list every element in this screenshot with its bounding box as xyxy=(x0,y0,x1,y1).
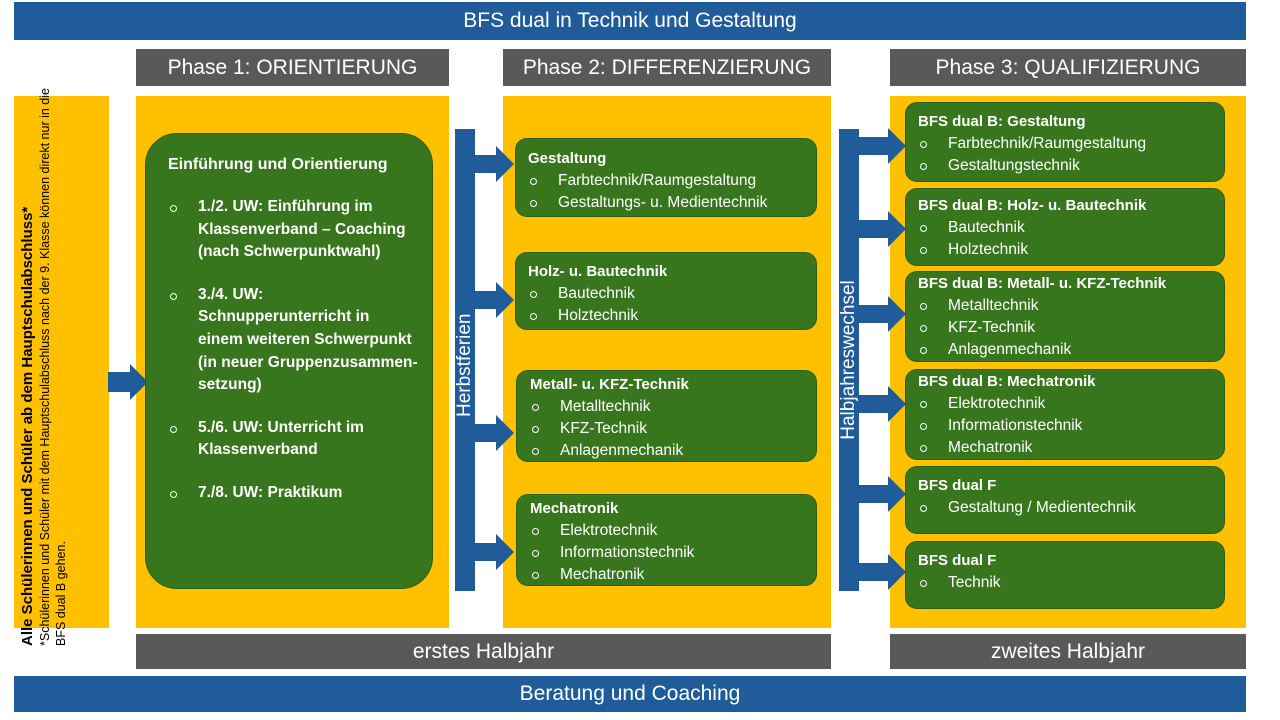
phase1-list: 1./2. UW: Einführung im Klassenverband –… xyxy=(168,196,418,505)
arrow-right-icon xyxy=(474,282,514,318)
box-item: KFZ-Technik xyxy=(530,418,806,440)
footer-band: Beratung und Coaching xyxy=(14,676,1246,712)
phase-header-2: Phase 2: DIFFERENZIERUNG xyxy=(503,49,831,86)
box-item: Informationstechnik xyxy=(918,415,1214,437)
phase-label: Phase 2: DIFFERENZIERUNG xyxy=(522,55,812,79)
box-item: Farbtechnik/Raumgestaltung xyxy=(528,170,806,192)
phase1-item: 7./8. UW: Praktikum xyxy=(168,482,418,505)
arrow-right-icon xyxy=(474,146,514,182)
halbjahreswechsel-bar xyxy=(839,129,859,591)
arrow-right-icon xyxy=(474,415,514,451)
box-title: Holz- u. Bautechnik xyxy=(528,263,668,280)
box-item: Gestaltungs- u. Medientechnik xyxy=(528,192,806,214)
phase2-box-metall: Metall- u. KFZ-Technik Metalltechnik KFZ… xyxy=(516,370,817,462)
box-title: BFS dual F xyxy=(918,552,997,569)
herbstferien-bar xyxy=(455,129,475,591)
phase2-box-gestaltung: Gestaltung Farbtechnik/Raumgestaltung Ge… xyxy=(515,138,817,217)
box-item: Mechatronik xyxy=(530,564,806,586)
box-item: Metalltechnik xyxy=(530,396,806,418)
box-item: Bautechnik xyxy=(918,217,1214,239)
box-title: Gestaltung xyxy=(528,150,607,167)
semester-first: erstes Halbjahr xyxy=(136,634,831,669)
box-item: Gestaltungstechnik xyxy=(918,155,1214,177)
side-note-text: *Schülerinnen und Schüler mit dem Haupts… xyxy=(38,88,68,646)
box-title: BFS dual B: Holz- u. Bautechnik xyxy=(918,197,1147,214)
phase-label: Phase 3: QUALIFIZIERUNG xyxy=(935,55,1201,79)
phase3-box-gestaltung: BFS dual B: Gestaltung Farbtechnik/Raumg… xyxy=(905,102,1225,182)
box-item: Holztechnik xyxy=(918,239,1214,261)
box-item: Holztechnik xyxy=(528,305,806,327)
side-text: Alle Schülerinnen und Schüler ab dem Hau… xyxy=(18,86,108,646)
phase-header-3: Phase 3: QUALIFIZIERUNG xyxy=(890,49,1246,86)
phase1-title: Einführung und Orientierung xyxy=(168,156,388,173)
phase3-box-bfs-f-gestaltung: BFS dual F Gestaltung / Medientechnik xyxy=(905,466,1225,534)
phase1-item: 3./4. UW: Schnupperunterricht in einem w… xyxy=(168,284,418,397)
semester-label: zweites Halbjahr xyxy=(990,639,1146,663)
phase-header-1: Phase 1: ORIENTIERUNG xyxy=(136,49,449,86)
arrow-right-icon xyxy=(858,554,906,590)
box-item: Gestaltung / Medientechnik xyxy=(918,497,1214,519)
footer-title: Beratung und Coaching xyxy=(519,682,741,705)
phase-label: Phase 1: ORIENTIERUNG xyxy=(167,55,418,79)
box-item: Farbtechnik/Raumgestaltung xyxy=(918,133,1214,155)
phase3-box-holz: BFS dual B: Holz- u. Bautechnik Bautechn… xyxy=(905,188,1225,266)
semester-label: erstes Halbjahr xyxy=(412,639,555,663)
box-item: Elektrotechnik xyxy=(530,520,806,542)
header-band: BFS dual in Technik und Gestaltung xyxy=(14,2,1246,40)
semester-second: zweites Halbjahr xyxy=(890,634,1246,669)
box-title: BFS dual F xyxy=(918,477,997,494)
box-item: Informationstechnik xyxy=(530,542,806,564)
phase2-box-holz: Holz- u. Bautechnik Bautechnik Holztechn… xyxy=(515,252,817,330)
arrow-right-icon xyxy=(858,386,906,422)
phase1-item: 5./6. UW: Unterricht im Klassenverband xyxy=(168,417,418,462)
phase3-panel xyxy=(890,96,1246,628)
header-title: BFS dual in Technik und Gestaltung xyxy=(463,9,797,32)
side-main-text: Alle Schülerinnen und Schüler ab dem Hau… xyxy=(19,206,36,646)
box-item: Anlagenmechanik xyxy=(918,339,1214,361)
phase1-box: Einführung und Orientierung 1./2. UW: Ei… xyxy=(145,133,433,589)
box-item: Anlagenmechanik xyxy=(530,440,806,462)
box-title: BFS dual B: Gestaltung xyxy=(918,113,1086,130)
arrow-right-icon xyxy=(108,364,148,400)
phase1-item: 1./2. UW: Einführung im Klassenverband –… xyxy=(168,196,418,264)
phase3-box-bfs-f-technik: BFS dual F Technik xyxy=(905,541,1225,609)
box-item: Bautechnik xyxy=(528,283,806,305)
box-title: Metall- u. KFZ-Technik xyxy=(530,376,689,393)
arrow-right-icon xyxy=(858,296,906,332)
arrow-right-icon xyxy=(858,476,906,512)
herbstferien-label: Herbstferien xyxy=(454,313,475,418)
box-item: Metalltechnik xyxy=(918,295,1214,317)
phase3-box-metall: BFS dual B: Metall- u. KFZ-Technik Metal… xyxy=(905,271,1225,362)
phase3-box-mechatronik: BFS dual B: Mechatronik Elektrotechnik I… xyxy=(905,369,1225,460)
box-item: Elektrotechnik xyxy=(918,393,1214,415)
arrow-right-icon xyxy=(858,128,906,164)
box-title: BFS dual B: Metall- u. KFZ-Technik xyxy=(918,275,1167,292)
arrow-right-icon xyxy=(858,211,906,247)
box-item: KFZ-Technik xyxy=(918,317,1214,339)
box-item: Mechatronik xyxy=(918,437,1214,459)
box-title: Mechatronik xyxy=(530,500,619,517)
phase2-box-mechatronik: Mechatronik Elektrotechnik Informationst… xyxy=(516,494,817,586)
box-title: BFS dual B: Mechatronik xyxy=(918,373,1096,390)
side-panel xyxy=(14,96,109,628)
box-item: Technik xyxy=(918,572,1214,594)
arrow-right-icon xyxy=(474,534,514,570)
